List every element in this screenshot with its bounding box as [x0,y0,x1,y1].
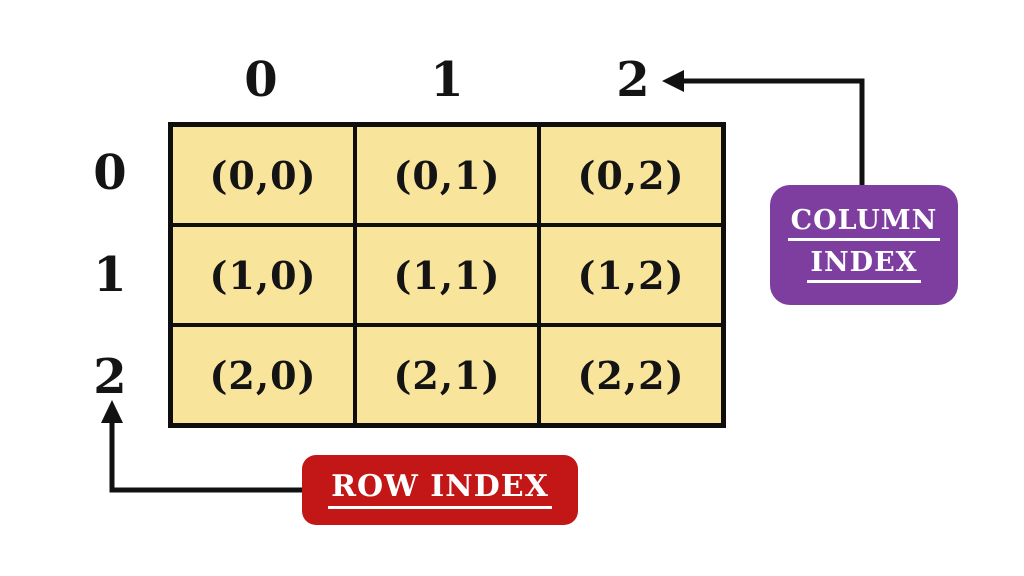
row-label-2: 2 [93,349,127,405]
matrix-cell-1-0: (1,0) [173,227,353,323]
column-index-label-line2: INDEX [807,248,921,284]
column-label-0: 0 [244,52,278,108]
row-label-1: 1 [93,247,127,303]
row-index-callout: ROW INDEX [302,455,578,525]
matrix-cell-2-1: (2,1) [357,327,537,423]
matrix-cell-1-1: (1,1) [357,227,537,323]
matrix-grid: (0,0) (0,1) (0,2) (1,0) (1,1) (1,2) (2,0… [168,122,726,428]
row-index-label: ROW INDEX [328,471,552,509]
matrix-cell-0-1: (0,1) [357,127,537,223]
column-label-2: 2 [616,52,650,108]
matrix-cell-0-0: (0,0) [173,127,353,223]
column-index-callout: COLUMN INDEX [770,185,958,305]
column-label-1: 1 [430,52,464,108]
matrix-cell-1-2: (1,2) [541,227,721,323]
row-label-0: 0 [93,145,127,201]
matrix-cell-2-2: (2,2) [541,327,721,423]
matrix-cell-2-0: (2,0) [173,327,353,423]
column-index-label-line1: COLUMN [787,206,941,241]
matrix-cell-0-2: (0,2) [541,127,721,223]
